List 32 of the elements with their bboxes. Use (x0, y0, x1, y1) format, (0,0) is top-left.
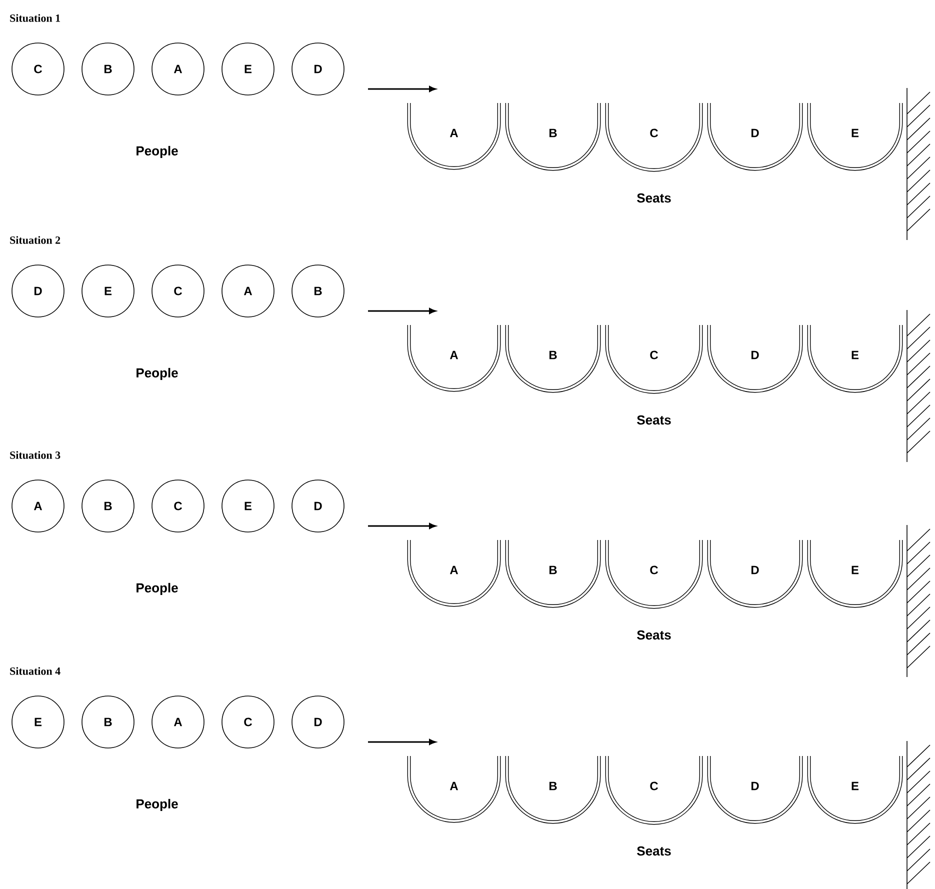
seat: A (407, 103, 501, 170)
seat: D (707, 540, 803, 608)
seat: E (807, 540, 903, 608)
seat: C (605, 756, 703, 825)
situation-title: Situation 3 (10, 451, 60, 459)
group-label: Seats (637, 846, 671, 856)
group-label: Seats (637, 193, 671, 203)
seat: C (605, 325, 703, 394)
seat: B (505, 325, 601, 393)
seat: B (505, 103, 601, 171)
seat: A (407, 325, 501, 392)
seat: B (505, 756, 601, 824)
seat: D (707, 756, 803, 824)
group-label: People (136, 146, 178, 158)
group-label: People (136, 368, 178, 380)
situation-title: Situation 4 (10, 667, 60, 675)
seat: D (707, 325, 803, 393)
group-label: People (136, 582, 178, 596)
seat: C (605, 540, 703, 609)
seat: A (407, 756, 501, 823)
seat: D (707, 103, 803, 171)
seat: E (807, 103, 903, 171)
situation-title: Situation 1 (10, 14, 60, 22)
seat: E (807, 756, 903, 824)
seat: B (505, 540, 601, 608)
seat: C (605, 103, 703, 172)
group-label: Seats (637, 630, 671, 640)
group-label: People (136, 798, 178, 812)
seat: E (807, 325, 903, 393)
situation-title: Situation 2 (10, 236, 60, 244)
group-label: Seats (637, 415, 671, 425)
seat: A (407, 540, 501, 607)
